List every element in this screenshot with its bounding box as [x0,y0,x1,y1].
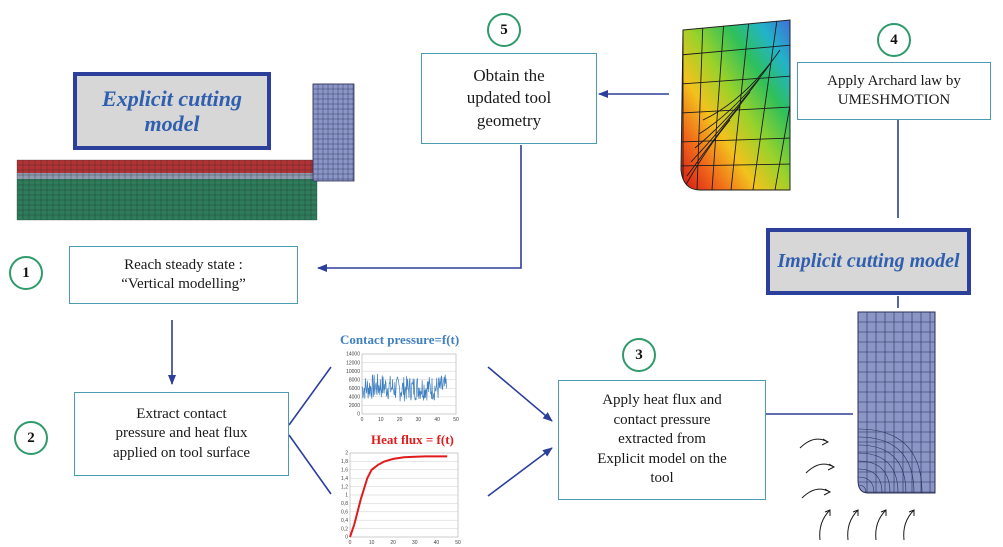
x-tick-label: 50 [453,417,459,423]
x-tick-label: 30 [412,540,418,546]
y-tick-label: 1,6 [341,468,348,474]
explicit-model-label: Explicit cutting model [73,72,271,150]
y-tick-label: 1,4 [341,476,348,482]
x-tick-label: 20 [390,540,396,546]
heat-flux-chart-title: Heat flux = f(t) [371,432,454,447]
x-tick-label: 0 [349,540,352,546]
heat-input-arrows [799,438,915,541]
y-tick-label: 14000 [346,352,360,358]
contact-pressure-series [361,373,447,402]
step-5-number: 5 [487,13,521,47]
step-3-number: 3 [622,338,656,372]
contact-pressure-chart: 0 2000 4000 6000 8000 10000 12000 14000 0 10 20 30 4… [346,352,459,423]
updated-tool-contour [680,19,791,191]
step-4-line2: UMESHMOTION [837,92,951,108]
step-1-number: 1 [9,256,43,290]
y-tick-label: 0,8 [341,501,348,507]
step-3-line2: contact pressure [613,411,711,428]
arrow-heatflux-to-3 [487,447,553,497]
line-2-to-heatflux [288,434,332,495]
explicit-model-label-line1: Explicit cutting [102,85,242,111]
y-tick-label: 10000 [346,369,360,375]
y-tick-label: 1,8 [341,459,348,465]
step-1-line1: Reach steady state : [124,256,243,273]
step-5-line1: Obtain the [473,66,545,86]
step-1-line2: “Vertical modelling” [121,276,246,292]
step-2-box: Extract contact pressure and heat flux a… [74,392,289,476]
y-tick-label: 8000 [349,377,360,383]
y-tick-label: 0 [345,535,348,541]
step-2-line1: Extract contact [136,405,227,422]
arrow-5-to-1 [317,145,522,272]
step-4-box: Apply Archard law by UMESHMOTION [797,62,991,120]
step-3-line1: Apply heat flux and [602,392,722,409]
y-tick-label: 1 [345,493,348,499]
step-2-line3: applied on tool surface [112,444,251,461]
y-tick-label: 0,6 [341,510,348,516]
explicit-model-label-line2: model [144,111,200,136]
y-tick-label: 0,4 [341,518,348,524]
x-tick-label: 50 [455,540,461,546]
y-tick-label: 2 [345,451,348,457]
implicit-model-label: Implicit cutting model [766,228,971,295]
step-5-line3: geometry [476,110,542,130]
step-5-line2: updated tool [466,88,552,108]
step-1-box: Reach steady state : “Vertical modelling… [69,246,298,304]
y-tick-label: 12000 [346,360,360,366]
implicit-model-label-line2: model [909,250,960,272]
explicit-model-mesh [16,83,355,221]
y-tick-label: 0 [357,412,360,418]
step-3-line3: extracted from [618,431,706,448]
contact-pressure-chart-title: Contact pressure=f(t) [340,332,460,347]
x-tick-label: 20 [397,417,403,423]
explicit-tool [312,83,355,182]
y-tick-label: 6000 [349,386,360,392]
step-3-line4: Explicit model on the [597,450,727,467]
x-tick-label: 10 [369,540,375,546]
y-tick-label: 1,2 [341,484,348,490]
step-5-box: Obtain the updated tool geometry [421,53,597,144]
x-tick-label: 40 [434,540,440,546]
implicit-tool-mesh [857,311,936,494]
x-tick-label: 40 [434,417,440,423]
step-2-number: 2 [14,421,48,455]
step-3-line5: tool [650,470,674,487]
y-tick-label: 4000 [349,395,360,401]
x-tick-label: 30 [416,417,422,423]
y-tick-label: 2000 [349,403,360,409]
y-tick-label: 0,2 [341,526,348,532]
implicit-model-label-line1: Implicit cutting [777,250,905,272]
step-2-line2: pressure and heat flux [115,425,248,442]
connectors [168,90,902,497]
arrow-pressure-to-3 [487,366,553,422]
step-3-box: Apply heat flux and contact pressure ext… [558,380,766,500]
x-tick-label: 10 [378,417,384,423]
step-4-number: 4 [877,23,911,57]
step-4-line1: Apply Archard law by [827,72,961,89]
x-tick-label: 0 [361,417,364,423]
line-2-to-pressure [288,366,332,426]
heat-flux-series [349,455,448,538]
